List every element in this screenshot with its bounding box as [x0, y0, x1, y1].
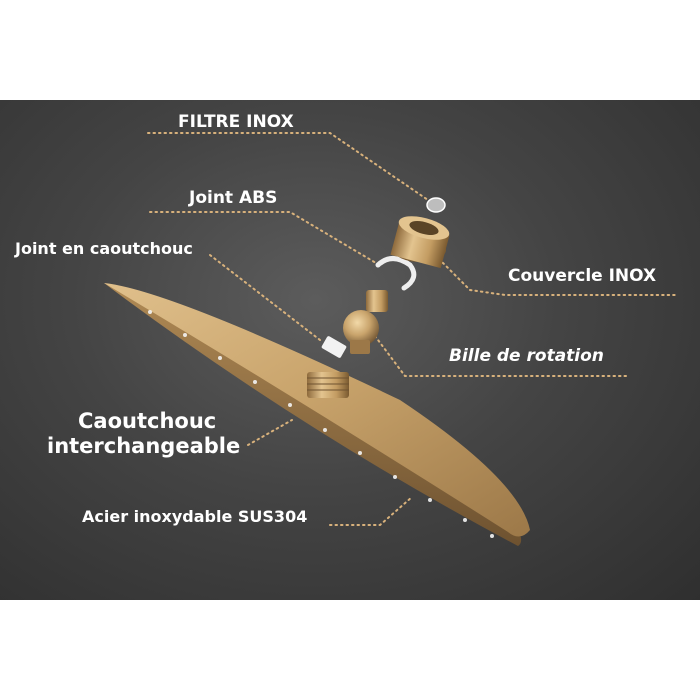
- label-couvercle-inox: Couvercle INOX: [508, 266, 657, 286]
- label-bille-rotation: Bille de rotation: [449, 346, 604, 366]
- label-caoutchouc-line2: interchangeable: [47, 434, 241, 459]
- leader-couvercle: [434, 254, 676, 296]
- label-filtre-inox: FILTRE INOX: [178, 112, 294, 132]
- dark-panel: FILTRE INOX Joint ABS Joint en caoutchou…: [0, 100, 700, 600]
- leader-caoutchouc: [247, 419, 293, 446]
- label-joint-caoutchouc: Joint en caoutchouc: [15, 239, 193, 258]
- leader-joint: [209, 254, 321, 341]
- leader-abs: [149, 211, 377, 264]
- rubber-joint: [321, 336, 347, 358]
- shower-disc: [104, 283, 530, 546]
- label-acier-inoxydable: Acier inoxydable SUS304: [82, 507, 308, 526]
- shower-head-exploded-view: [104, 132, 676, 546]
- leader-bille: [374, 335, 631, 377]
- label-joint-abs: Joint ABS: [189, 188, 278, 208]
- rotation-ball: [343, 290, 388, 354]
- leader-acier: [329, 496, 413, 526]
- leader-filtre: [147, 132, 429, 201]
- label-caoutchouc-interchangeable: Caoutchouc interchangeable: [47, 409, 240, 458]
- label-caoutchouc-line1: Caoutchouc: [78, 409, 217, 433]
- filter-disc: [426, 197, 446, 213]
- cover-cap: [390, 216, 450, 269]
- abs-ring: [375, 256, 417, 291]
